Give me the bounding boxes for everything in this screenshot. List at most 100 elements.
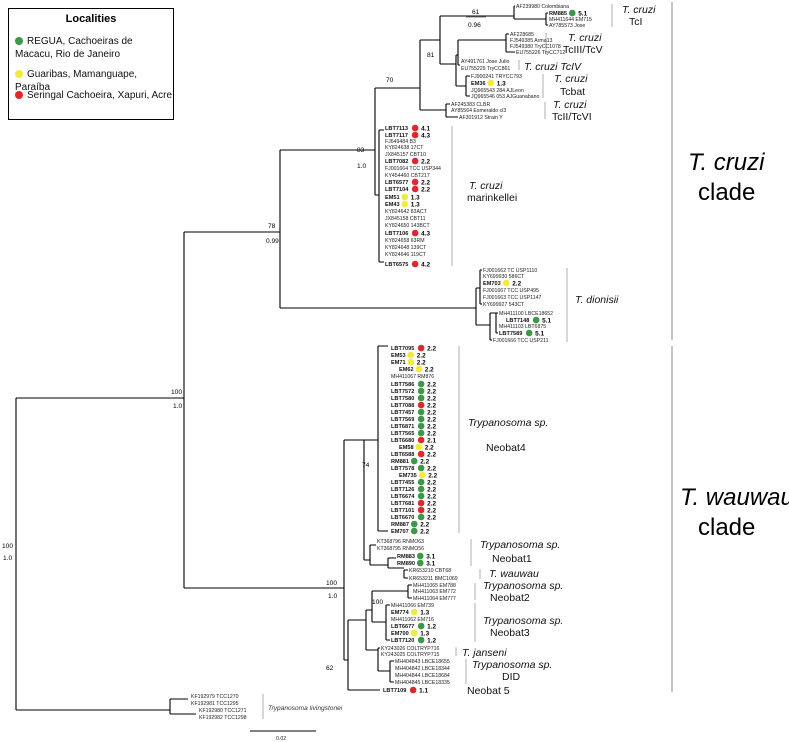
taxon-label: AF239980 Colombiana [516,4,569,10]
genotype-number: 2.2 [427,423,436,430]
taxon-label: RM890 [397,561,415,567]
label-marinkellei: marinkellei [467,192,517,204]
genotype-number: 2.2 [425,444,434,451]
green-dot-icon [410,520,418,528]
taxon-label: FJ001666 TCC USP211 [493,338,549,344]
taxon-label: LBT7117 [385,133,408,139]
taxon-label: AY785573 Jose [549,23,585,29]
taxon-label: KY824648 139CT [385,245,427,251]
big-label-t-wauwau: T. wauwau [680,484,789,511]
taxon-label: MH404845 LBCE18335 [395,680,450,686]
support-10w: 1.0 [328,593,337,600]
genotype-number: 4.3 [421,230,430,237]
taxon-label: LBT7457 [391,410,414,416]
taxon-label: EU755229 TryCC861 [461,66,510,72]
taxon-label: MH411066 EM739 [391,603,434,609]
taxon-label: KY824638 17CT [385,145,424,151]
yellow-dot-icon [415,443,423,451]
label-tcbat: Tcbat [560,86,585,98]
taxon-label: KY243025 COLTRYP715 [381,652,439,658]
genotype-number: 2.2 [427,465,436,472]
yellow-dot-icon [407,351,415,359]
taxon-label: LBT7578 [391,466,414,472]
taxon-label: LBT7572 [391,389,414,395]
label-did: DID [502,671,521,683]
taxon-label: KF192980 TCC1271 [199,708,247,714]
localities-legend: Localities REGUA, Cachoeiras de Macacu, … [8,8,174,120]
taxon-label: EM735 [399,473,417,479]
red-dot-icon [417,506,425,514]
taxon-label: MH411100 LBCE18652 [499,311,553,317]
taxon-label: AY491761 Jose Julio [461,59,509,65]
genotype-number: 2.2 [427,451,436,458]
red-dot-icon [417,450,425,458]
label-neobat4: Neobat4 [486,442,526,454]
taxon-label: KY824658 63RM [385,238,425,244]
genotype-number: 2.2 [427,486,436,493]
genotype-number: 2.2 [512,280,521,287]
legend-item-guaribas: Guaribas, Mamanguape, Paraíba [15,68,173,94]
genotype-number: 2.2 [427,409,436,416]
label-neobat3: Neobat3 [490,627,530,639]
yellow-dot-icon [415,365,423,373]
scale-bar: 0.02 [250,730,316,742]
taxon-label: KY824646 119CT [385,252,427,258]
taxon-label: KF192981 TCC1295 [191,701,239,707]
green-dot-icon [532,316,540,324]
label-tcii: TcII/TcVI [552,111,592,123]
genotype-number: 2.2 [427,500,436,507]
taxon-label: RM885 [549,11,567,17]
label-tcii-species: T. cruzi [553,99,587,111]
taxon-label: LBT7569 [391,417,414,423]
genotype-number: 3.1 [426,553,435,560]
tree-branches [15,5,548,715]
genotype-number: 2.1 [427,437,436,444]
green-dot-icon [417,408,425,416]
label-t-janseni: T. janseni [462,647,507,659]
taxon-label: LBT7101 [391,508,414,514]
taxon-label: KT368795 RNMO56 [377,546,424,552]
green-dot-icon [417,513,425,521]
big-label-cruzi-clade: clade [698,179,755,206]
taxon-label: LBT6577 [385,180,408,186]
taxon-label: EM43 [385,202,400,208]
taxon-label: KY824642 83ACT [385,209,428,215]
taxon-label: EM53 [391,353,406,359]
green-dot-icon [417,485,425,493]
genotype-number: 2.2 [427,430,436,437]
taxon-label: LBT6871 [391,424,414,430]
label-tciv: T. cruzi TcIV [524,61,582,73]
taxon-label: EM703 [483,281,501,287]
support-62: 62 [326,665,334,672]
taxon-label: JQ965546 053 AJGuanabano [471,94,539,100]
support-100w: 100 [326,580,337,587]
genotype-number: 2.2 [428,472,437,479]
genotype-number: 2.2 [427,402,436,409]
taxon-label: KR653211 BMC1069 [409,576,458,582]
taxon-label: LBT7106 [385,231,408,237]
taxon-label: KF192979 TCC1270 [191,694,239,700]
taxon-label: AF301912 Strain Y [459,115,503,121]
green-dot-icon [417,464,425,472]
taxon-label: EU755226 TryCC712 [516,50,565,56]
support-099: 0.99 [266,238,279,245]
support-100-root: 100 [2,543,13,550]
taxon-label: LBT7095 [391,346,414,352]
green-dot-icon [417,415,425,423]
big-group-labels: T. cruzi clade T. wauwau clade [680,149,789,541]
taxon-label: LBT7082 [385,159,408,165]
genotype-number: 3.1 [426,560,435,567]
taxon-label: KY699930 586CT [483,274,525,280]
support-83: 83 [357,147,365,154]
support-096: 0.96 [468,22,481,29]
support-100a: 100 [171,389,182,396]
taxon-label: LBT7455 [391,480,414,486]
support-78: 78 [268,223,276,230]
yellow-dot-icon [407,358,415,366]
taxon-label: EM774 [391,610,410,616]
taxon-label: KY699927 543CT [483,302,525,308]
green-dot-icon [417,387,425,395]
red-dot-icon [411,178,419,186]
taxon-label: MH411063 EM772 [413,589,456,595]
